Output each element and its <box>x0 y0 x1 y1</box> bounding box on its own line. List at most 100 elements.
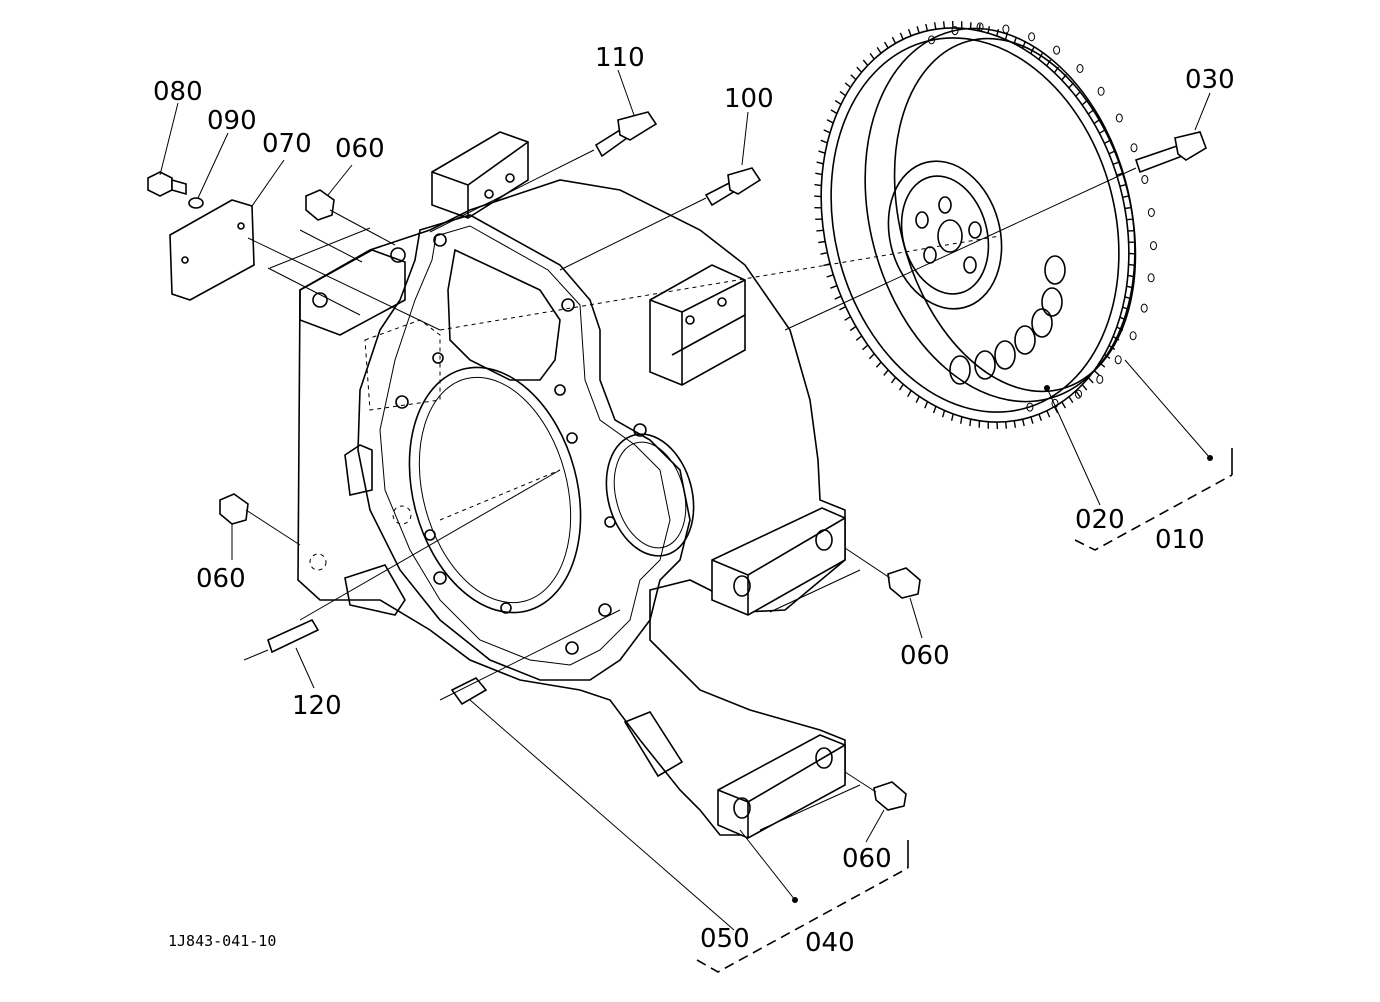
stud-120 <box>267 618 320 654</box>
callout-030: 030 <box>1185 65 1235 95</box>
gear-tooth <box>823 129 831 134</box>
rim-hole <box>1115 113 1123 123</box>
gear-tooth <box>1004 421 1008 429</box>
callout-020: 020 <box>1075 505 1125 535</box>
callout-110: 110 <box>595 43 645 73</box>
gear-tooth <box>814 195 822 198</box>
callout-070: 070 <box>262 129 312 159</box>
rim-hole <box>1147 208 1155 217</box>
gear-tooth <box>1030 416 1034 424</box>
gear-tooth <box>820 252 828 255</box>
rim-hole <box>1150 241 1157 251</box>
callout-060-left: 060 <box>196 564 246 594</box>
gear-tooth <box>869 52 875 60</box>
callout-050: 050 <box>700 924 750 954</box>
gear-tooth <box>839 305 846 311</box>
gear-tooth <box>933 22 937 30</box>
gear-tooth <box>1046 59 1052 67</box>
leader-lines <box>159 69 1213 931</box>
gear-tooth <box>815 172 823 176</box>
rim-hole <box>1140 303 1148 313</box>
callout-090: 090 <box>207 106 257 136</box>
rim-hole <box>1129 331 1137 341</box>
gear-tooth <box>834 99 842 105</box>
rim-hole <box>1096 374 1104 384</box>
rim-hole <box>1053 45 1061 55</box>
callout-010: 010 <box>1155 525 1205 555</box>
rim-hole <box>1076 64 1084 73</box>
callout-040: 040 <box>805 928 855 958</box>
gear-tooth <box>875 361 882 368</box>
gear-tooth <box>907 29 912 37</box>
rim-hole <box>1002 24 1010 34</box>
gear-tooth <box>1068 396 1074 403</box>
gear-tooth <box>862 344 869 351</box>
callout-060-bottom: 060 <box>842 844 892 874</box>
gear-tooth <box>1021 41 1026 49</box>
gear-tooth <box>1046 410 1051 418</box>
callout-060-top: 060 <box>335 134 385 164</box>
gear-tooth <box>883 41 889 49</box>
gear-tooth <box>820 139 828 144</box>
gear-tooth <box>891 36 897 44</box>
cover-plate-070 <box>169 199 255 301</box>
ring-gear-teeth <box>814 20 1157 430</box>
gear-tooth <box>996 29 1000 37</box>
dowel-060-left <box>219 493 249 525</box>
gear-tooth <box>814 183 822 187</box>
gear-tooth <box>924 401 929 409</box>
gear-tooth <box>925 23 929 31</box>
gear-tooth <box>1075 390 1081 398</box>
dowel-060-bottom <box>873 781 907 811</box>
rim-hole <box>1051 398 1059 408</box>
gear-tooth <box>862 59 869 66</box>
gear-tooth <box>883 369 889 376</box>
callout-100: 100 <box>724 84 774 114</box>
gear-tooth <box>850 74 857 81</box>
gear-tooth <box>816 229 824 232</box>
gear-tooth <box>830 284 838 289</box>
gear-tooth <box>969 419 972 427</box>
gear-tooth <box>907 390 912 398</box>
gear-tooth <box>932 406 937 414</box>
gear-tooth <box>1038 413 1043 421</box>
rim-hole <box>1028 32 1036 42</box>
rim-hole <box>1147 273 1155 283</box>
callout-060-right: 060 <box>900 641 950 671</box>
flywheel-assembly <box>820 27 1137 423</box>
gear-tooth <box>818 150 826 154</box>
gear-tooth <box>1081 384 1088 391</box>
rim-hole <box>1097 86 1105 96</box>
rim-hole <box>1141 175 1149 184</box>
drawing-code: 1J843-041-10 <box>168 932 276 950</box>
gear-tooth <box>818 240 826 244</box>
callout-080: 080 <box>153 77 203 107</box>
gear-tooth <box>826 119 834 124</box>
gear-tooth <box>899 32 904 40</box>
gear-tooth <box>1087 377 1094 384</box>
bolt-110 <box>594 111 658 158</box>
gear-tooth <box>1061 401 1067 409</box>
bolt-030 <box>1134 131 1207 174</box>
gear-tooth <box>856 66 863 73</box>
gear-tooth <box>978 23 981 31</box>
gear-tooth <box>826 274 834 278</box>
gear-tooth <box>876 47 882 54</box>
gear-tooth <box>816 161 824 165</box>
rim-hole <box>1075 389 1082 399</box>
screw-080 <box>147 171 187 197</box>
gear-tooth <box>849 325 857 332</box>
gear-tooth <box>941 410 946 418</box>
bolt-100 <box>704 167 762 207</box>
washer-090 <box>188 197 204 209</box>
gear-tooth <box>1013 420 1017 428</box>
gear-tooth <box>1021 419 1025 427</box>
rim-hole <box>1114 355 1122 365</box>
callout-labels: 080 090 070 060 110 100 030 020 010 060 … <box>153 43 1235 958</box>
dowel-060-top <box>305 189 335 221</box>
gear-tooth <box>834 295 842 300</box>
gear-tooth <box>839 90 846 97</box>
gear-tooth <box>890 376 897 384</box>
gear-tooth <box>844 316 851 321</box>
